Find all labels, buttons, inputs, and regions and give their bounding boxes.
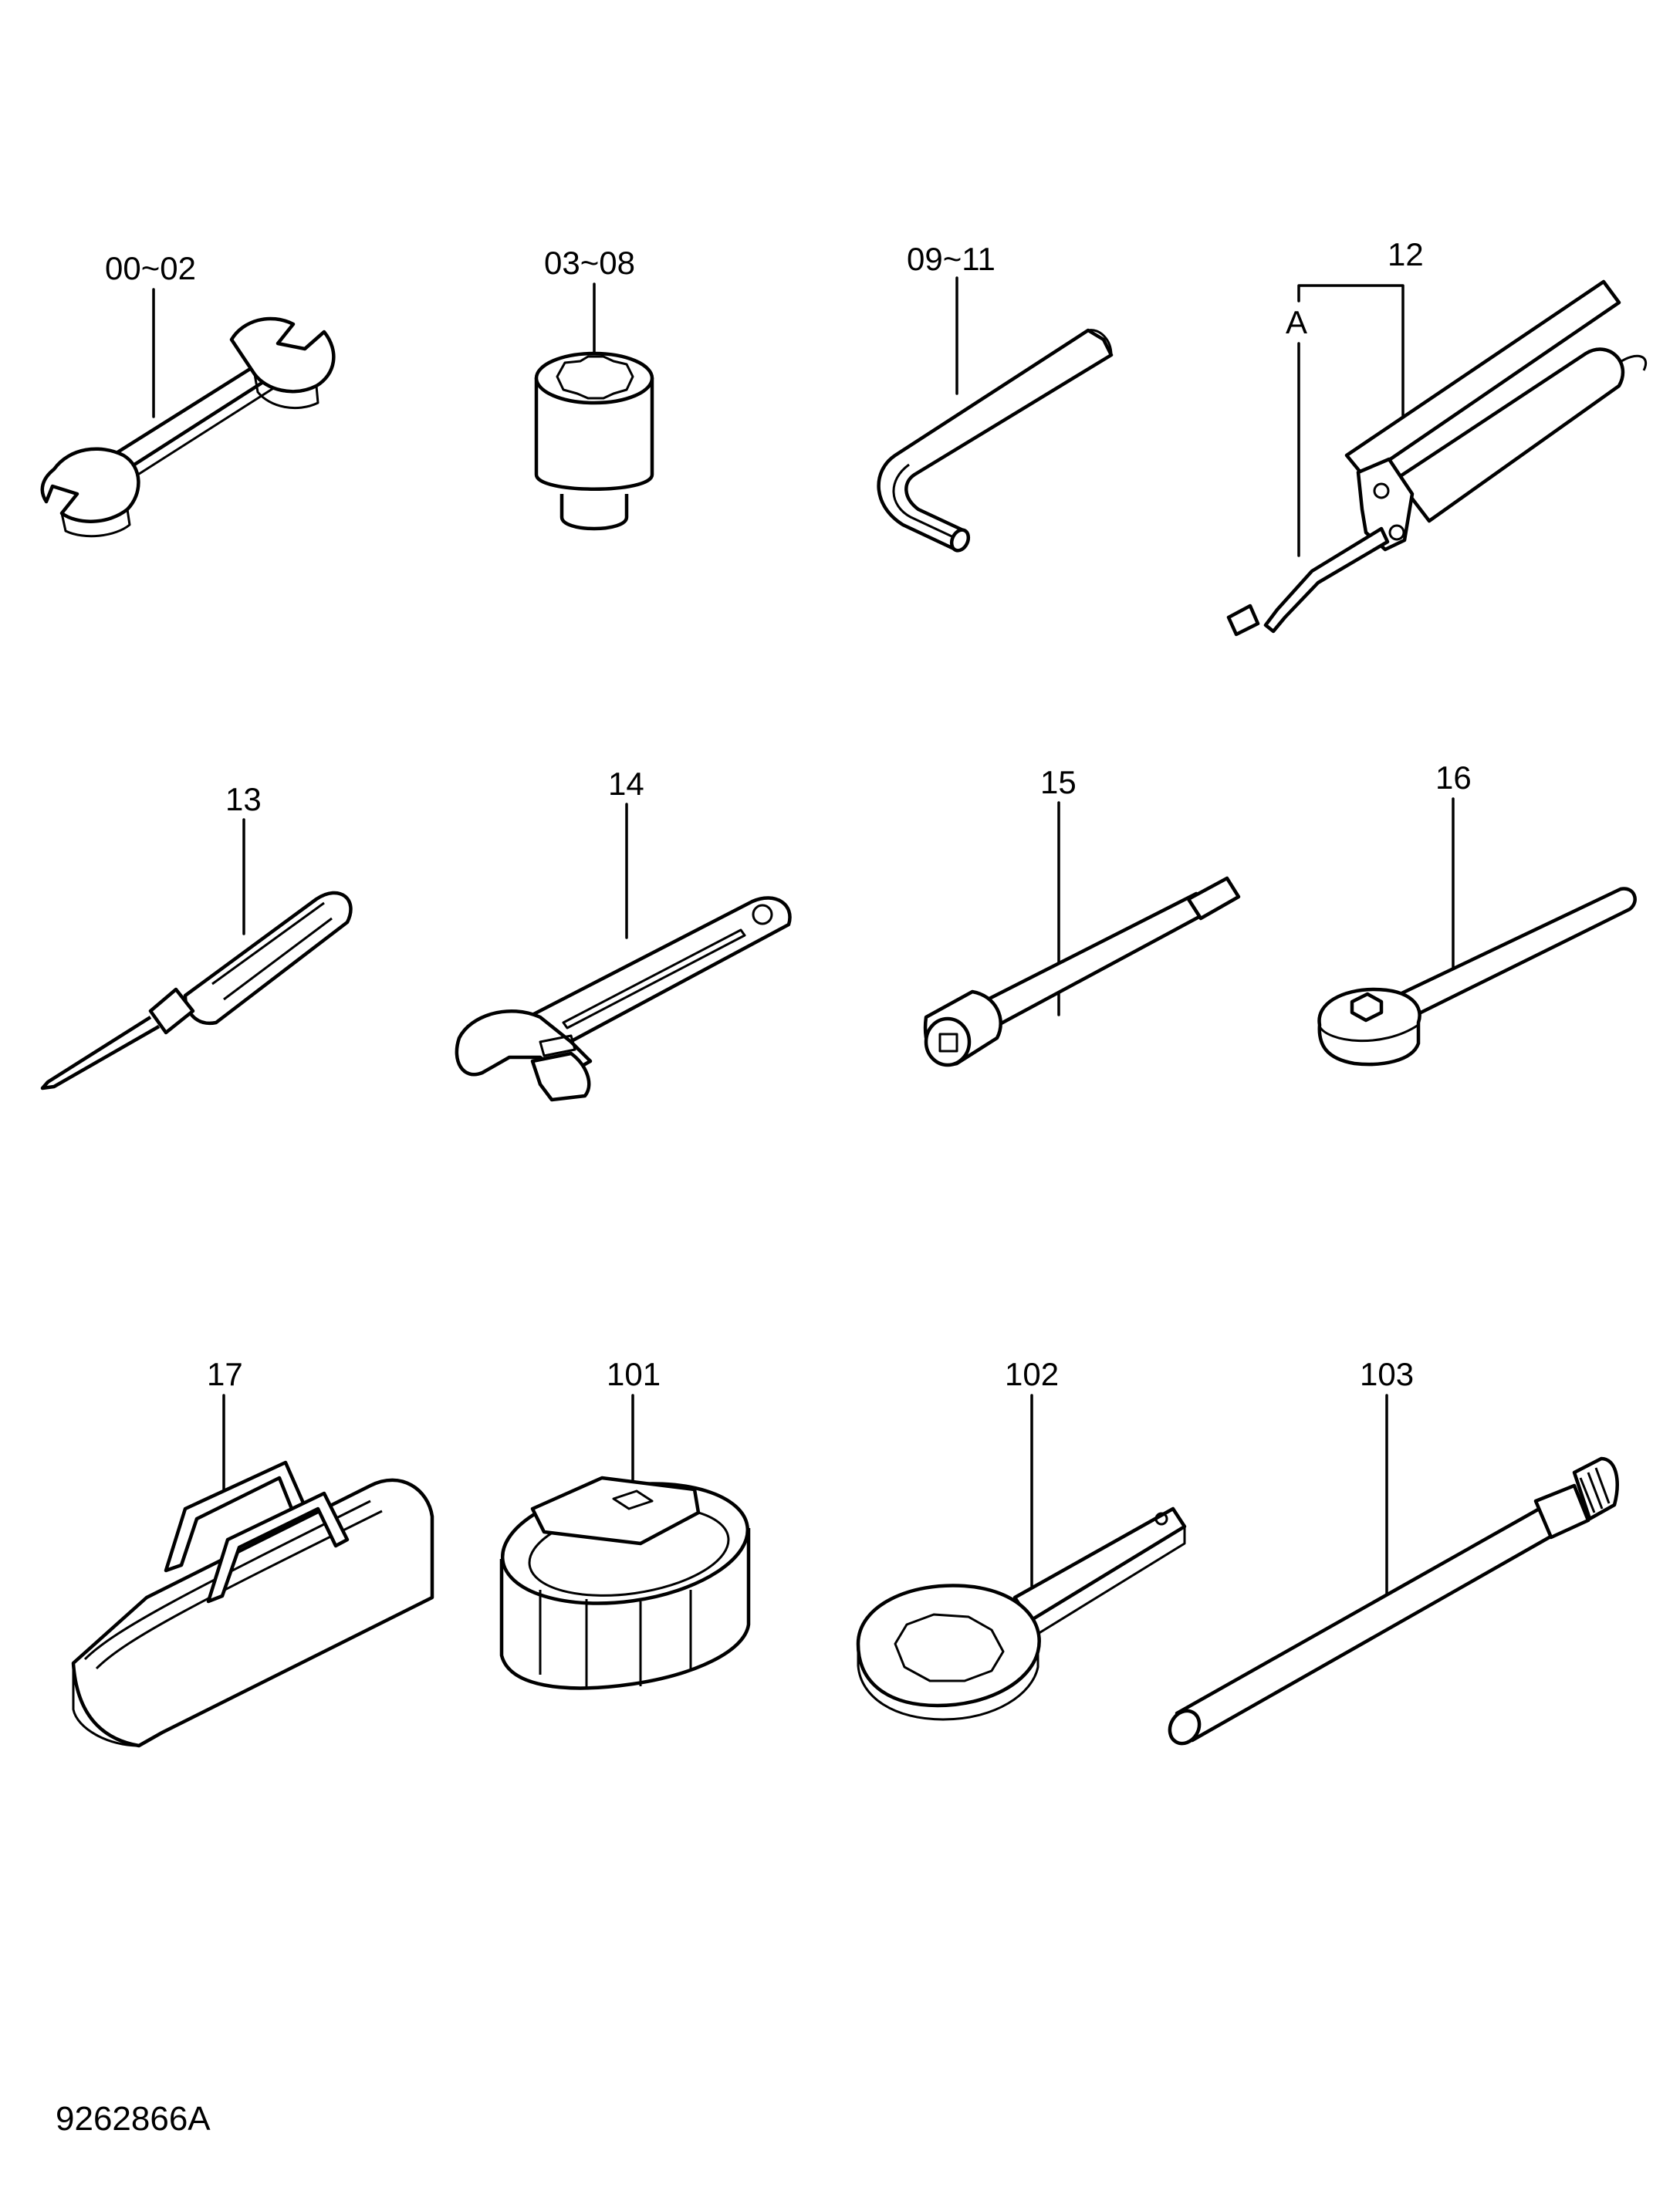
part-label: 12 [1388, 236, 1424, 272]
wrench-head-lower [40, 447, 140, 523]
part-label: 15 [1040, 764, 1077, 800]
part-tool-bag: 17 [71, 1356, 434, 1748]
part-bar: 103 [1168, 1356, 1619, 1746]
part-ring-spanner: 102 [856, 1356, 1187, 1721]
part-socket: 03~08 [534, 245, 654, 531]
part-label: 09~11 [907, 241, 995, 277]
ratchet-handle-shaft [1394, 887, 1637, 1021]
leader-line [1297, 284, 1405, 430]
part-label: 102 [1005, 1356, 1059, 1392]
part-label: 03~08 [544, 245, 635, 281]
adjustable-wrench-worm [539, 1034, 576, 1057]
part-adjustable-wrench: 14 [455, 766, 792, 1102]
socket-drive [559, 494, 629, 531]
part-screwdriver: 13 [40, 781, 353, 1090]
part-grease-gun: 12 A [1226, 236, 1648, 637]
wrench-head-upper [229, 316, 336, 394]
part-filter-wrench: 101 [499, 1356, 751, 1690]
ratchet-handle-head [1317, 987, 1421, 1067]
bar-collar [1533, 1483, 1590, 1540]
part-label: 17 [207, 1356, 243, 1392]
hex-key-body [877, 328, 1114, 552]
drawing-code: 9262866A [56, 2100, 211, 2138]
part-label: 13 [225, 781, 262, 817]
part-wrench: 00~02 [40, 250, 336, 538]
ring-spanner-bore [894, 1613, 1005, 1682]
tool-bag-handle-front [206, 1491, 350, 1604]
socket-body [534, 376, 654, 491]
part-label: 00~02 [105, 250, 196, 286]
part-label: 103 [1360, 1356, 1414, 1392]
ring-spanner-ring [856, 1584, 1041, 1708]
screwdriver-ferrule [148, 987, 195, 1035]
filter-wrench-strap [530, 1476, 701, 1546]
part-extension-bar: 15 [923, 764, 1241, 1067]
part-label: 101 [607, 1356, 661, 1392]
grease-gun-nozzle [1263, 526, 1390, 634]
filter-wrench-drive-hole [612, 1489, 654, 1510]
tool-bag-body [71, 1478, 434, 1748]
socket-bore [556, 355, 634, 400]
part-hex-key: 09~11 [877, 241, 1114, 553]
extension-bar-drive [1186, 876, 1241, 921]
bar-knurled-grip [1572, 1456, 1619, 1521]
bar-shaft [1175, 1504, 1561, 1743]
screwdriver-shaft [40, 1016, 161, 1090]
ratchet-square-drive [1350, 992, 1384, 1023]
screwdriver-handle [183, 891, 353, 1026]
grease-gun-barrel [1394, 347, 1625, 523]
part-label: 14 [608, 766, 644, 802]
grease-gun-lever [1344, 279, 1621, 479]
ring-spanner-handle [1012, 1506, 1187, 1623]
extension-bar-shaft [978, 891, 1210, 1029]
part-label: 16 [1435, 759, 1472, 796]
part-sublabel: A [1286, 304, 1307, 340]
grease-gun-coupler [1226, 604, 1260, 637]
part-ratchet-handle: 16 [1317, 759, 1637, 1067]
